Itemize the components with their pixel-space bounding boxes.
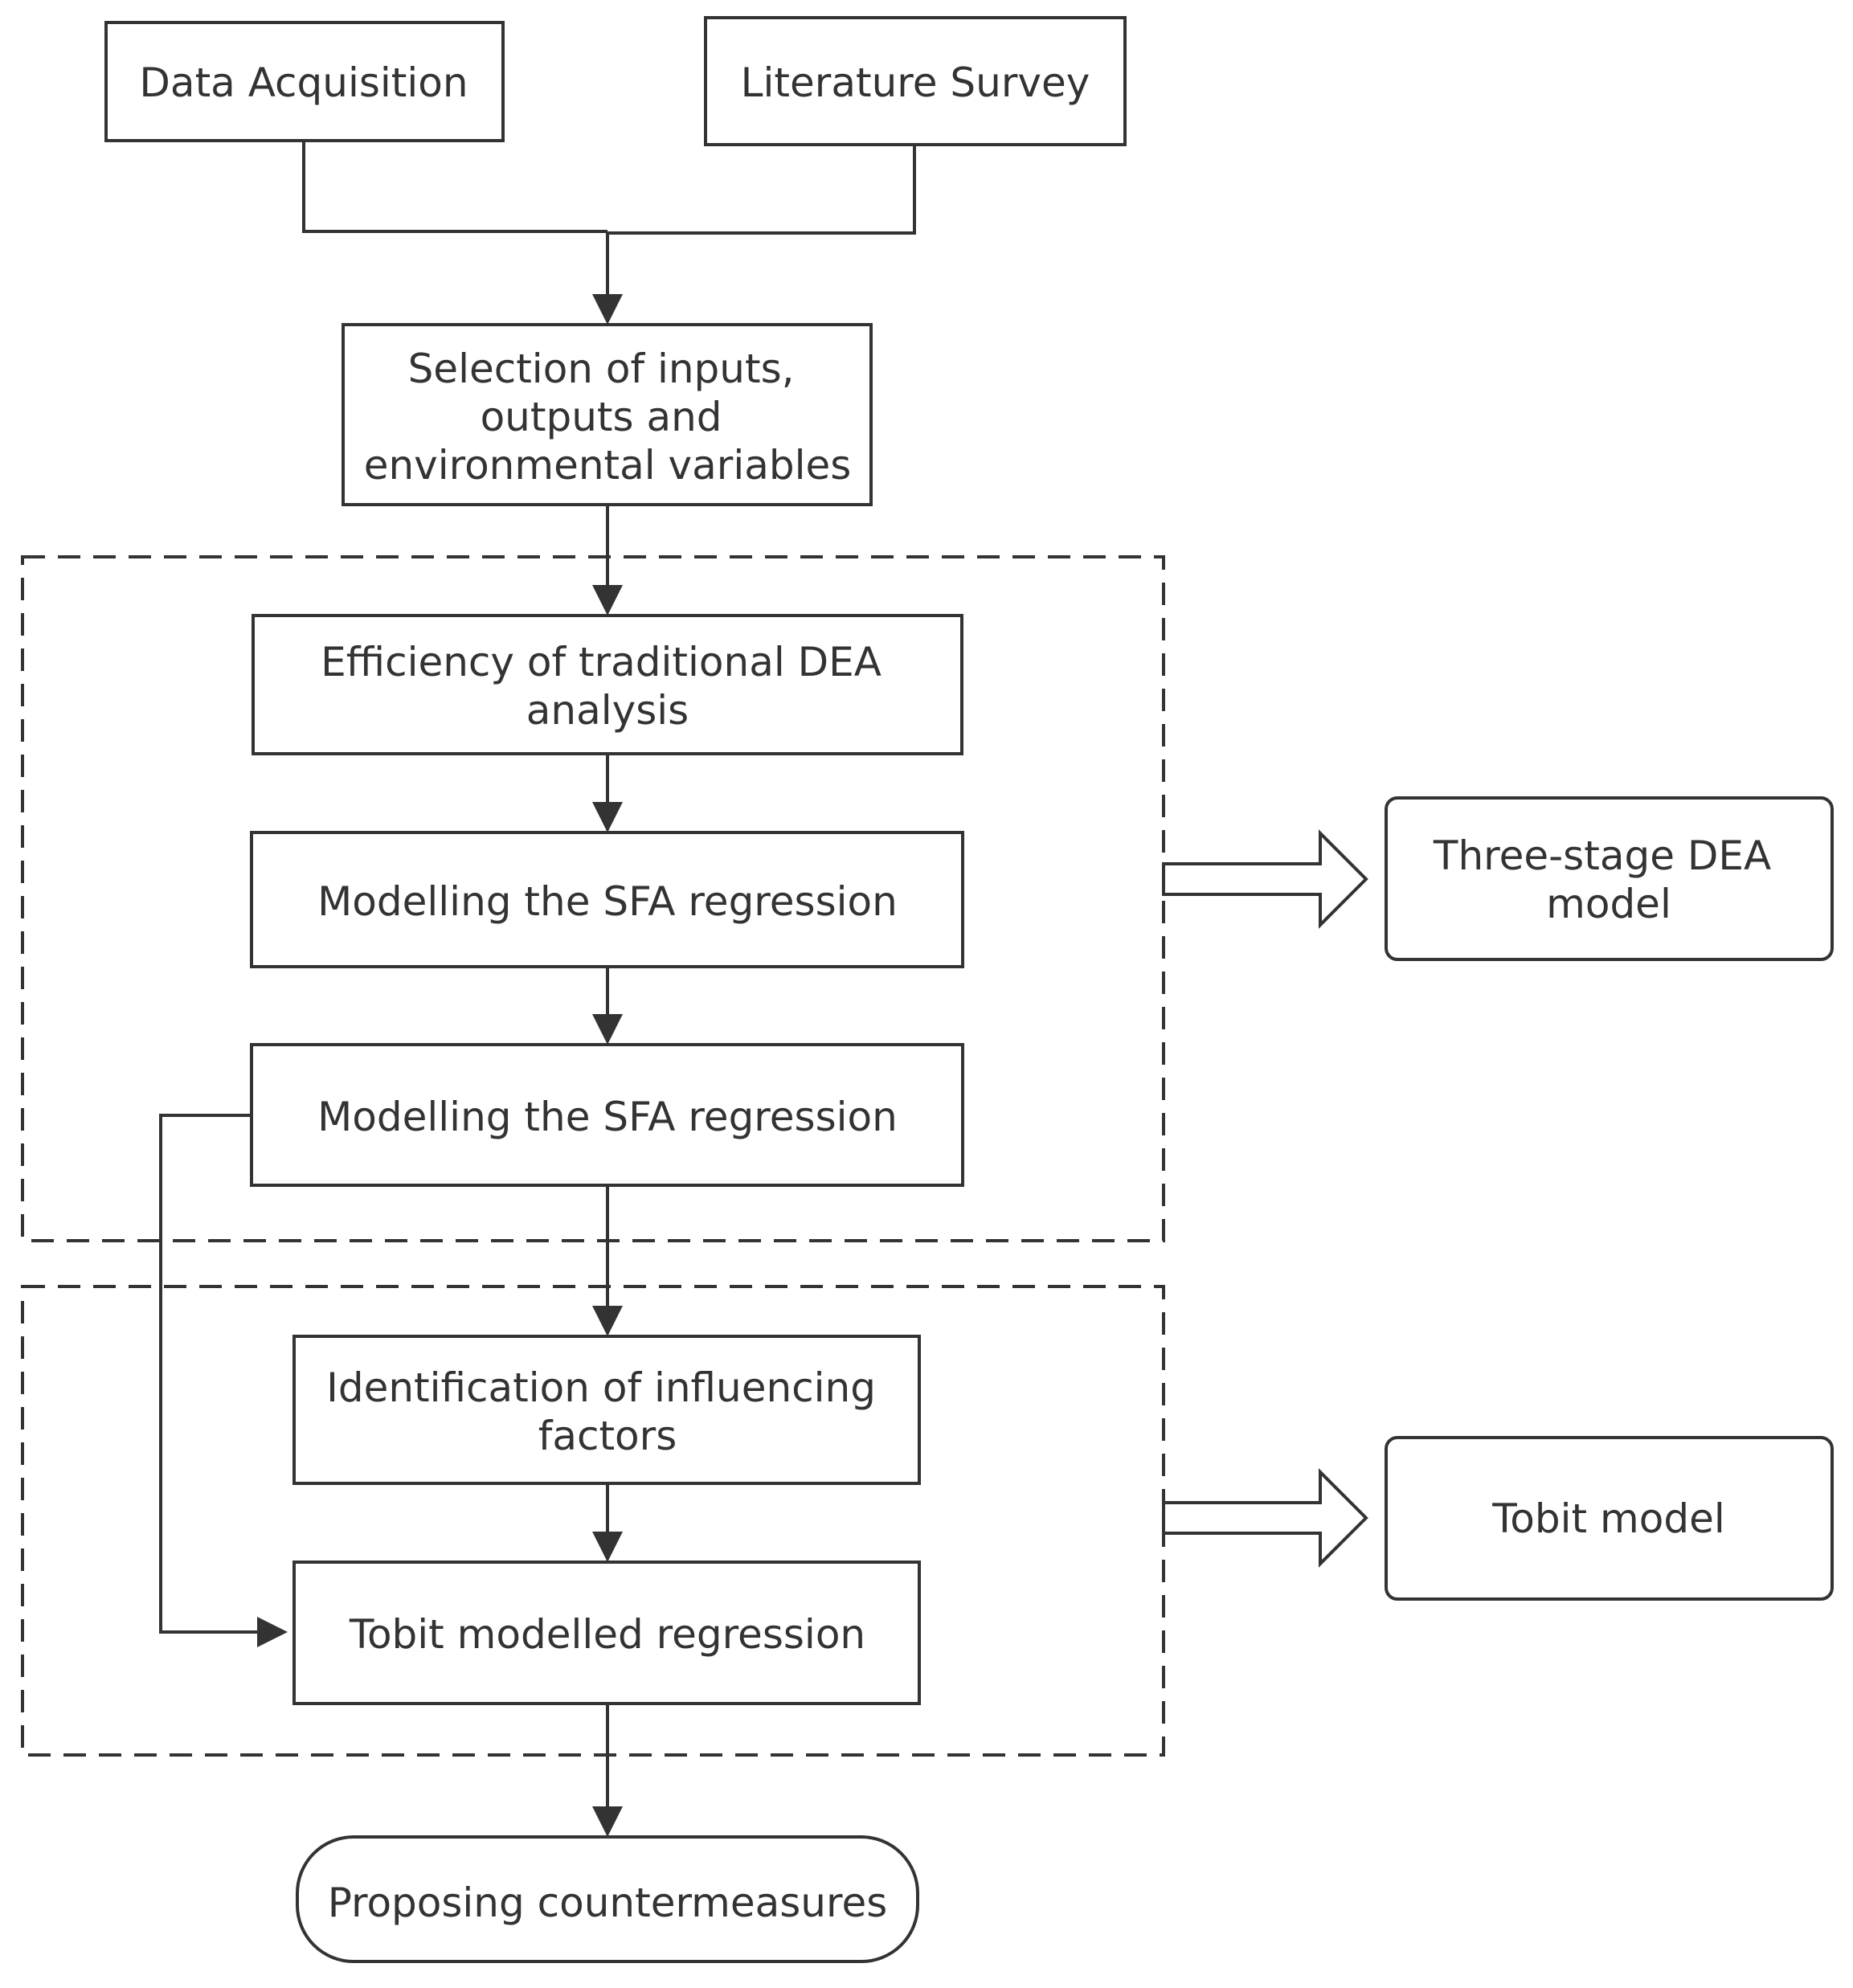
arrowhead-into-identification [592, 1306, 623, 1336]
tobit-model-label: Tobit model [1491, 1495, 1724, 1542]
hollow-arrow-dea-group-to-three-stage [1162, 829, 1368, 929]
sfa-regression-box-2 [250, 1043, 964, 1187]
sfa-regression-label-2: Modelling the SFA regression [317, 1094, 898, 1140]
connector-sfa-2-to-tobit-regression [159, 1114, 259, 1634]
efficiency-label: Efficiency of traditional DEA analysis [321, 639, 894, 734]
literature-survey-label: Literature Survey [741, 59, 1090, 106]
arrowhead-into-efficiency [592, 585, 623, 616]
literature-survey-box [704, 16, 1127, 146]
three-stage-dea-box [1385, 796, 1834, 961]
connector-data-acquisition-to-selection [302, 141, 607, 233]
arrowhead-into-sfa-1 [592, 802, 623, 832]
arrowhead-into-tobit-regression-side [257, 1617, 288, 1647]
arrowhead-into-countermeasures [592, 1806, 623, 1837]
identification-label: Identification of influencing factors [326, 1364, 889, 1459]
sfa-regression-box-1 [250, 831, 964, 968]
efficiency-box [252, 614, 963, 755]
tobit-stage-group [21, 1285, 1165, 1757]
sfa-regression-label-1: Modelling the SFA regression [317, 878, 898, 925]
countermeasures-box [296, 1835, 919, 1963]
tobit-regression-box [292, 1561, 921, 1705]
three-stage-dea-label: Three-stage DEA model [1433, 832, 1784, 927]
tobit-regression-label: Tobit modelled regression [349, 1611, 865, 1658]
hollow-arrow-tobit-group-to-tobit-model [1162, 1468, 1368, 1568]
arrowhead-into-sfa-2 [592, 1014, 623, 1045]
identification-box [292, 1335, 921, 1485]
data-acquisition-label: Data Acquisition [139, 59, 468, 106]
countermeasures-label: Proposing countermeasures [328, 1880, 888, 1926]
selection-box [342, 323, 873, 506]
connector-literature-survey-to-selection [607, 145, 916, 235]
arrowhead-into-selection [592, 294, 623, 325]
data-acquisition-box [104, 21, 505, 142]
selection-label: Selection of inputs, outputs and environ… [364, 346, 852, 489]
arrowhead-into-tobit-regression-top [592, 1532, 623, 1562]
dea-stage-group [21, 555, 1165, 1242]
tobit-model-box [1385, 1436, 1834, 1601]
